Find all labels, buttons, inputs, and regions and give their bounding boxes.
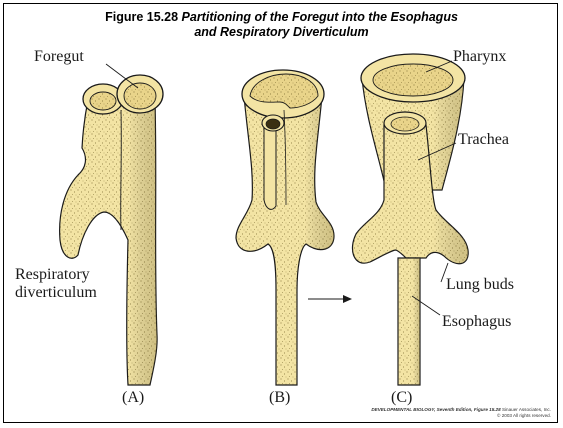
panel-b-inner-tube bbox=[264, 122, 276, 209]
panel-label-c: (C) bbox=[391, 389, 412, 407]
panel-label-a: (A) bbox=[122, 389, 144, 407]
label-trachea: Trachea bbox=[458, 131, 509, 149]
credit-book: DEVELOPMENTAL BIOLOGY, Seventh Edition, … bbox=[371, 407, 500, 412]
panel-c-structure bbox=[352, 54, 468, 385]
panel-a-structure bbox=[60, 64, 163, 385]
figure-credit: DEVELOPMENTAL BIOLOGY, Seventh Edition, … bbox=[371, 407, 551, 419]
label-pharynx: Pharynx bbox=[453, 48, 506, 66]
credit-publisher: Sinauer Associates, Inc. bbox=[502, 407, 551, 412]
panel-label-b: (B) bbox=[269, 389, 290, 407]
label-respiratory-line1: Respiratory bbox=[15, 266, 90, 284]
credit-copyright: © 2003 All rights reserved. bbox=[371, 413, 551, 419]
label-lung-buds: Lung buds bbox=[446, 276, 514, 294]
label-foregut: Foregut bbox=[34, 48, 84, 66]
label-esophagus: Esophagus bbox=[442, 313, 511, 331]
label-respiratory-line2: diverticulum bbox=[15, 284, 97, 302]
transition-arrow bbox=[308, 295, 352, 303]
panel-b-structure bbox=[236, 70, 334, 385]
